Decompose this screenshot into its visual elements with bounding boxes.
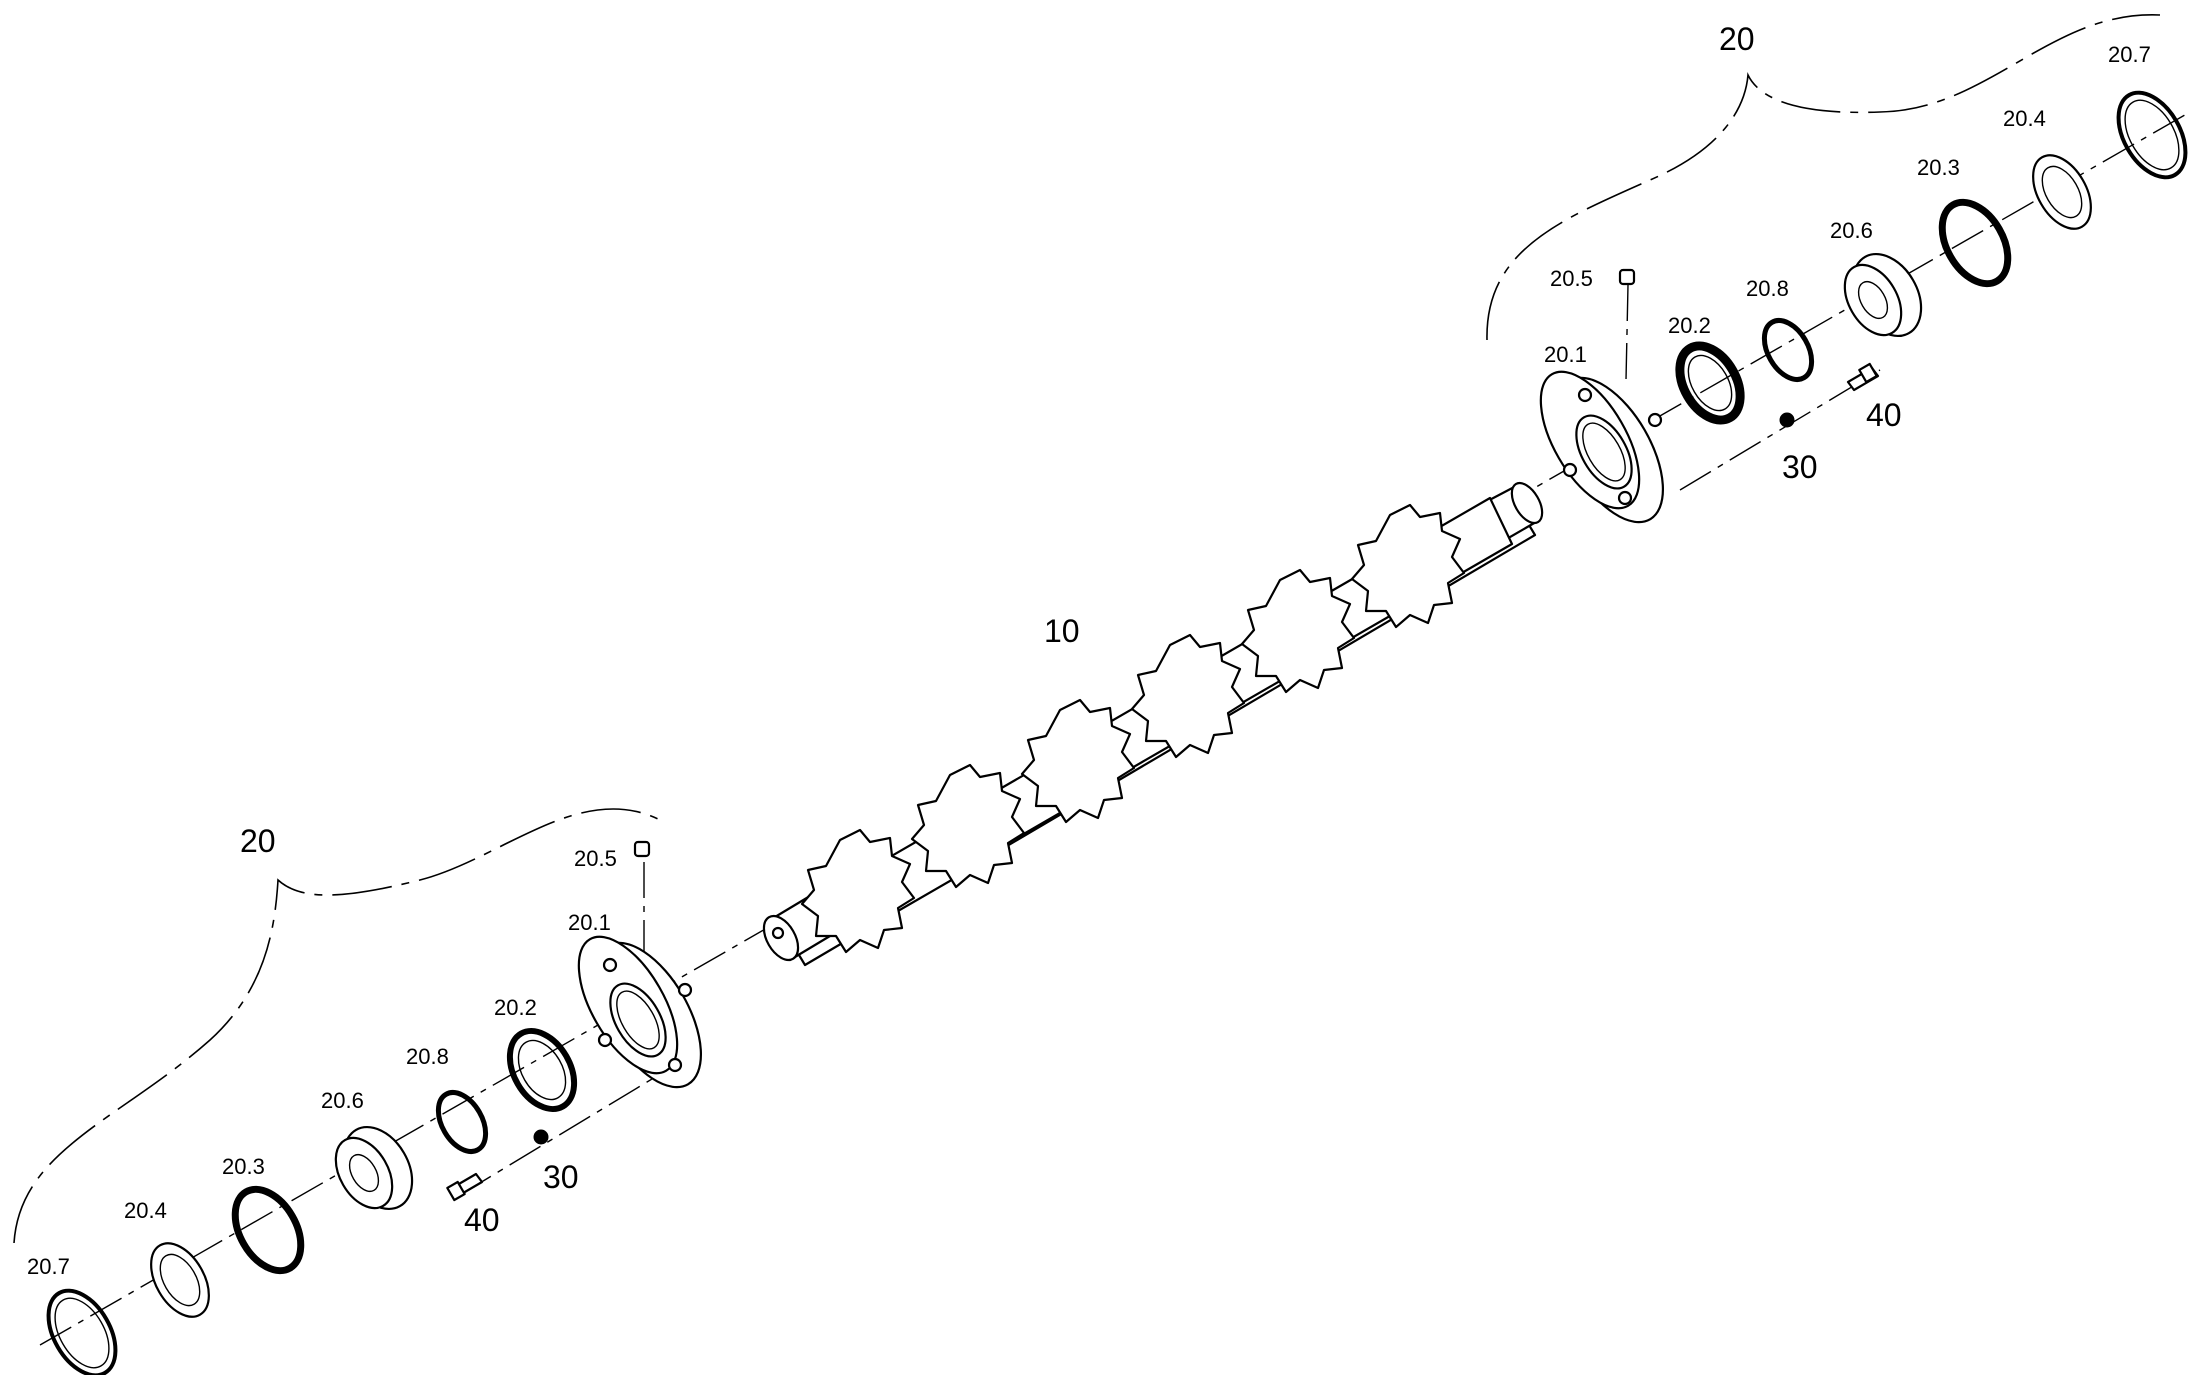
right-fastener-axis — [1679, 369, 1881, 491]
sprocket-1 — [800, 828, 916, 954]
label-left-20-6: 20.6 — [321, 1088, 364, 1113]
left-nut — [533, 1129, 549, 1145]
left-seal-ring — [506, 1028, 578, 1112]
label-right-20-6: 20.6 — [1830, 218, 1873, 243]
sprocket-4 — [1130, 633, 1246, 759]
label-right-40: 40 — [1866, 397, 1902, 433]
right-grease-nipple — [1618, 268, 1636, 286]
left-bearing — [334, 1125, 414, 1211]
right-assembly-brace — [1486, 14, 2161, 341]
label-right-20-7: 20.7 — [2108, 42, 2151, 67]
label-left-20-2: 20.2 — [494, 995, 537, 1020]
label-left-20-1: 20.1 — [568, 910, 611, 935]
sprocket-2 — [910, 763, 1026, 889]
right-cover-plate — [2032, 154, 2092, 230]
left-retaining-ring — [46, 1288, 118, 1375]
right-seal-ring — [1675, 341, 1745, 425]
right-nut — [1779, 412, 1795, 428]
left-spacer-ring — [435, 1090, 489, 1154]
label-right-20-3: 20.3 — [1917, 155, 1960, 180]
label-left-20-3: 20.3 — [222, 1154, 265, 1179]
label-shaft: 10 — [1044, 613, 1080, 649]
label-right-20-1: 20.1 — [1544, 342, 1587, 367]
left-cover-plate — [150, 1242, 210, 1318]
label-right-20-5: 20.5 — [1550, 266, 1593, 291]
label-left-40: 40 — [464, 1202, 500, 1238]
label-left-30: 30 — [543, 1159, 579, 1195]
label-left-20-5: 20.5 — [574, 846, 617, 871]
left-o-ring — [231, 1185, 305, 1275]
right-spacer-ring — [1761, 318, 1815, 382]
left-assembly-brace — [13, 808, 661, 1244]
label-assembly-right: 20 — [1719, 21, 1755, 57]
left-bolt — [446, 1172, 484, 1202]
label-right-20-2: 20.2 — [1668, 313, 1711, 338]
label-assembly-left: 20 — [240, 823, 276, 859]
label-left-20-4: 20.4 — [124, 1198, 167, 1223]
left-flange-housing — [577, 935, 703, 1089]
sprocket-6 — [1350, 503, 1466, 629]
left-grease-nipple — [633, 840, 651, 858]
right-bearing — [1843, 252, 1923, 338]
right-bolt — [1846, 362, 1880, 392]
label-right-20-8: 20.8 — [1746, 276, 1789, 301]
right-flange-housing — [1539, 370, 1665, 524]
label-left-20-7: 20.7 — [27, 1254, 70, 1279]
shaft-part — [762, 481, 1544, 967]
right-nipple-axis — [1625, 284, 1629, 381]
sprocket-3 — [1020, 698, 1136, 824]
right-o-ring — [1938, 198, 2012, 288]
right-retaining-ring — [2116, 90, 2188, 180]
sprocket-5 — [1240, 568, 1356, 694]
label-left-20-8: 20.8 — [406, 1044, 449, 1069]
label-right-20-4: 20.4 — [2003, 106, 2046, 131]
label-right-30: 30 — [1782, 449, 1818, 485]
